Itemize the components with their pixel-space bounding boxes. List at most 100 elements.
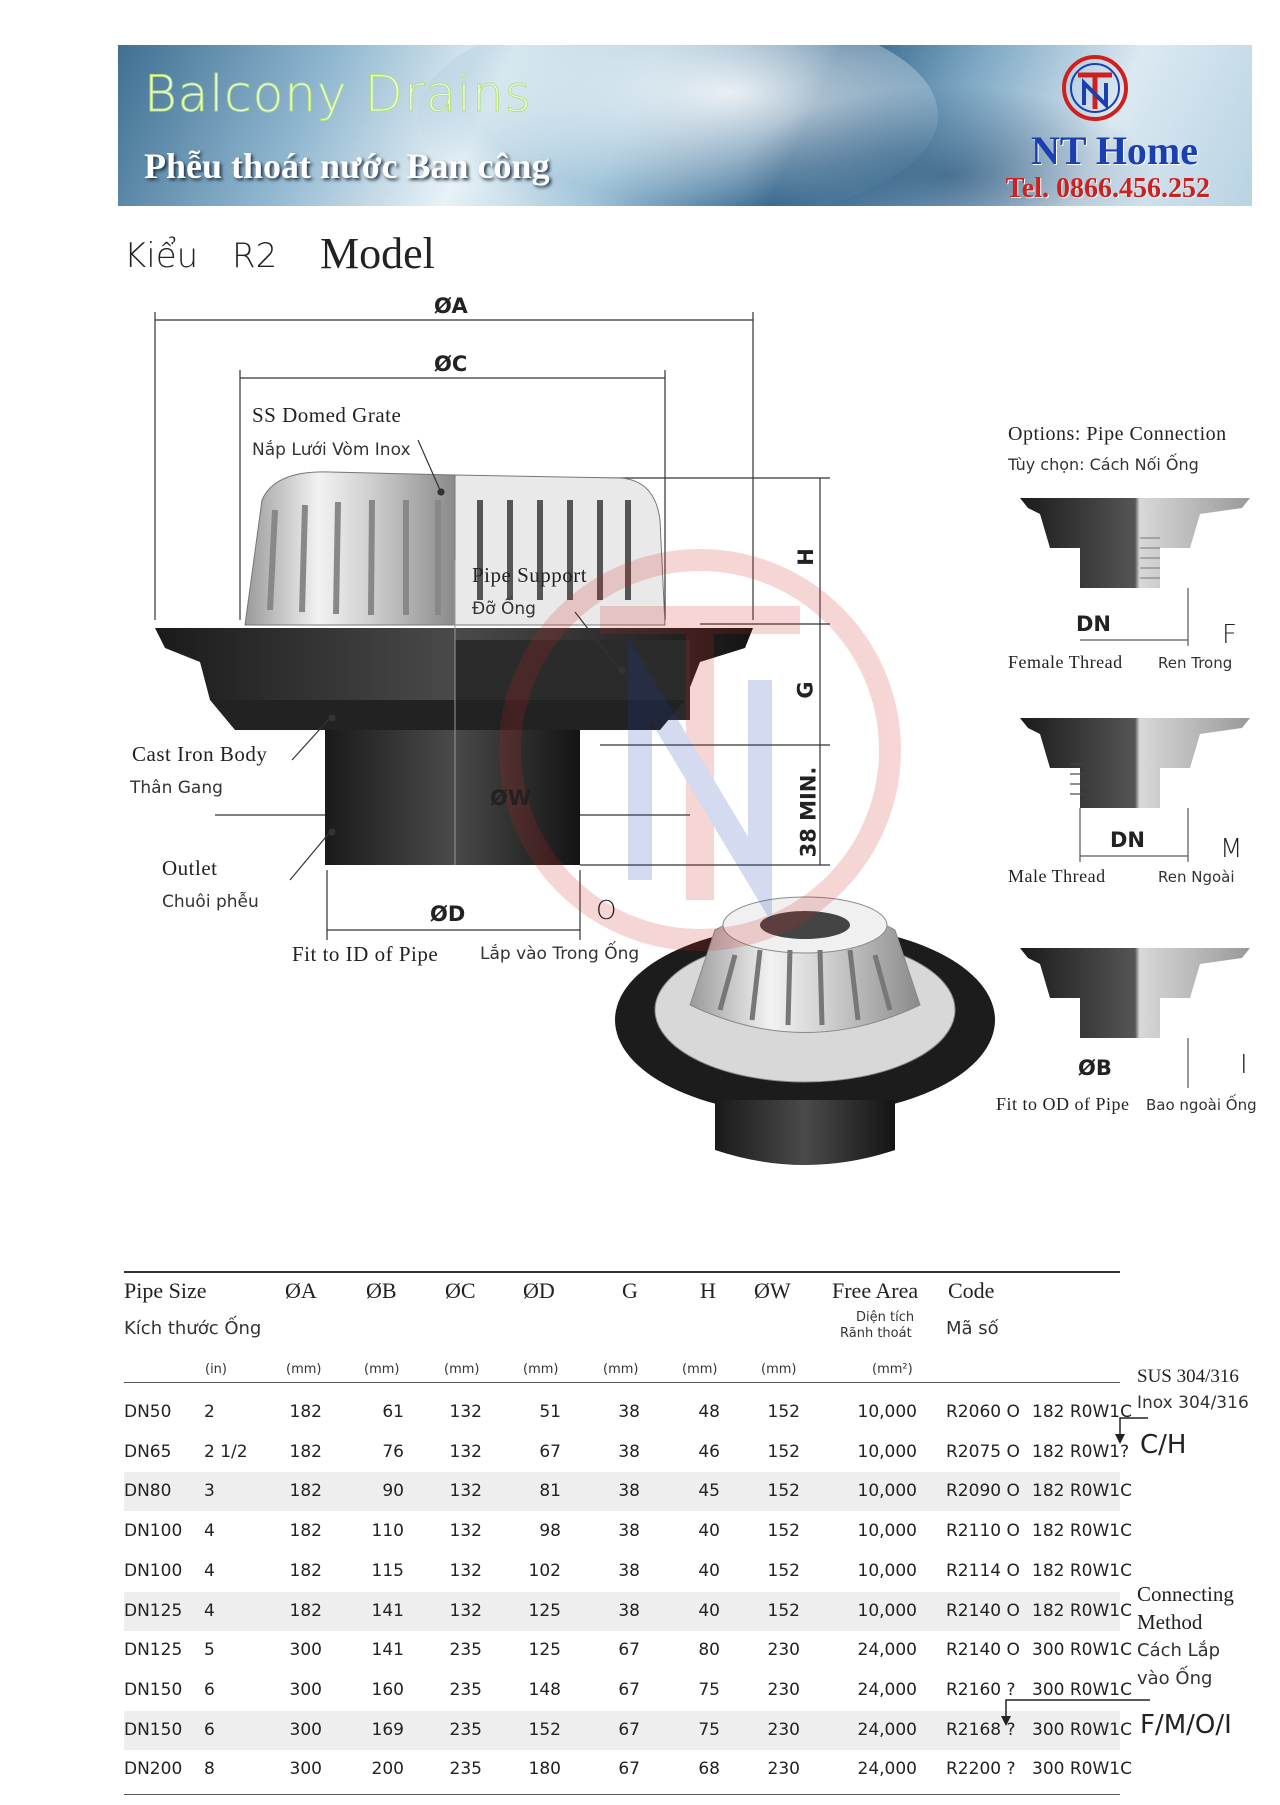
cell-dn: DN65: [124, 1441, 172, 1462]
option-m-en: Male Thread: [1008, 866, 1106, 886]
cell-d: 67: [539, 1441, 561, 1462]
callout-support-vn: Đỡ Ống: [472, 599, 536, 619]
female-thread-option: [1020, 498, 1250, 646]
hdr-free-area-en: Free Area: [832, 1278, 919, 1303]
cell-c: 235: [449, 1640, 482, 1661]
cell-in: 2: [204, 1402, 215, 1422]
unit-area: (mm²): [872, 1362, 913, 1377]
cell-a: 300: [289, 1759, 322, 1780]
side-method-en1: Connecting: [1137, 1582, 1234, 1606]
cell-b: 141: [371, 1600, 404, 1621]
cell-d: 102: [528, 1560, 561, 1581]
cell-in: 4: [204, 1560, 215, 1581]
cell-g: 67: [618, 1640, 640, 1661]
cell-w: 152: [767, 1560, 800, 1581]
hdr-a: ØA: [285, 1278, 317, 1303]
cell-w: 152: [767, 1402, 800, 1422]
hdr-pipe-size-vn: Kích thước Ống: [124, 1318, 262, 1339]
cell-g: 67: [618, 1759, 640, 1780]
cell-b: 90: [382, 1481, 404, 1502]
cell-dn: DN100: [124, 1521, 183, 1542]
header-banner: Balcony Drains Phễu thoát nước Ban công …: [118, 45, 1252, 206]
cell-area: 24,000: [857, 1719, 917, 1740]
cell-w: 230: [767, 1679, 800, 1700]
cell-dn: DN80: [124, 1481, 172, 1502]
dim-w-label: ØW: [490, 786, 532, 810]
cell-d: 98: [539, 1521, 561, 1542]
cell-code: R2075 O: [946, 1441, 1020, 1462]
cell-h: 40: [698, 1560, 720, 1581]
cell-c: 235: [449, 1679, 482, 1700]
callout-body-vn: Thân Gang: [130, 778, 223, 798]
cell-dn: DN100: [124, 1560, 183, 1581]
side-material-code: C/H: [1140, 1430, 1187, 1460]
fit-od-option: [1020, 948, 1250, 1088]
cell-code2: 300 R0W1C: [1032, 1759, 1132, 1780]
callout-body-en: Cast Iron Body: [132, 742, 268, 766]
cell-area: 10,000: [857, 1560, 917, 1581]
cell-h: 68: [698, 1759, 720, 1780]
option-m-vn: Ren Ngoài: [1158, 868, 1235, 886]
cell-code: R2168 ?: [946, 1719, 1016, 1740]
nt-home-logo-icon: [1062, 55, 1128, 121]
cell-h: 40: [698, 1521, 720, 1542]
cell-c: 235: [449, 1719, 482, 1740]
model-code: R2: [232, 236, 278, 276]
cell-g: 67: [618, 1719, 640, 1740]
unit-g: (mm): [603, 1362, 639, 1377]
connection-o-letter: O: [596, 896, 617, 926]
drain-cross-section-diagram: [154, 312, 995, 1165]
side-method-code: F/M/O/I: [1140, 1710, 1232, 1740]
option-f-vn: Ren Trong: [1158, 654, 1233, 672]
side-material-en: SUS 304/316: [1137, 1366, 1239, 1387]
option-i-en: Fit to OD of Pipe: [996, 1094, 1130, 1114]
cell-g: 38: [618, 1402, 640, 1422]
cell-area: 10,000: [857, 1402, 917, 1422]
cell-c: 132: [449, 1402, 482, 1422]
cell-h: 48: [698, 1402, 720, 1422]
side-material-vn: Inox 304/316: [1137, 1393, 1249, 1413]
cell-w: 230: [767, 1719, 800, 1740]
cell-b: 61: [382, 1402, 404, 1422]
dim-38min-label: 38 MIN.: [796, 766, 821, 858]
dim-c-label: ØC: [434, 352, 468, 376]
cell-g: 67: [618, 1679, 640, 1700]
banner-title: Balcony Drains: [144, 65, 532, 124]
callout-fit-en: Fit to ID of Pipe: [292, 942, 439, 966]
cell-g: 38: [618, 1441, 640, 1462]
cell-code: R2114 O: [946, 1560, 1020, 1581]
model-label-vn: Kiểu: [124, 236, 199, 276]
cell-c: 235: [449, 1759, 482, 1780]
cell-dn: DN125: [124, 1600, 183, 1621]
cell-in: 5: [204, 1640, 215, 1661]
cell-in: 6: [204, 1719, 215, 1740]
cell-w: 152: [767, 1521, 800, 1542]
cell-d: 125: [528, 1600, 561, 1621]
hdr-code-en: Code: [948, 1278, 995, 1303]
callout-outlet-en: Outlet: [162, 856, 218, 880]
cell-code: R2200 ?: [946, 1759, 1016, 1780]
hdr-g: G: [622, 1278, 638, 1303]
cell-d: 125: [528, 1640, 561, 1661]
unit-h: (mm): [682, 1362, 718, 1377]
cell-in: 4: [204, 1521, 215, 1542]
cell-dn: DN150: [124, 1719, 183, 1740]
cell-area: 10,000: [857, 1600, 917, 1621]
cell-g: 38: [618, 1521, 640, 1542]
cell-w: 230: [767, 1759, 800, 1780]
cell-h: 75: [698, 1679, 720, 1700]
hdr-code-vn: Mã số: [946, 1318, 999, 1339]
unit-w: (mm): [761, 1362, 797, 1377]
callout-grate-en: SS Domed Grate: [252, 403, 402, 427]
phone-number: Tel. 0866.456.252: [1005, 173, 1210, 204]
cell-b: 160: [371, 1679, 404, 1700]
cell-in: 2 1/2: [204, 1441, 248, 1462]
cell-dn: DN125: [124, 1640, 183, 1661]
hdr-pipe-size-en: Pipe Size: [124, 1278, 207, 1303]
callout-fit-vn: Lắp vào Trong Ống: [480, 944, 640, 964]
hdr-h: H: [700, 1278, 716, 1303]
